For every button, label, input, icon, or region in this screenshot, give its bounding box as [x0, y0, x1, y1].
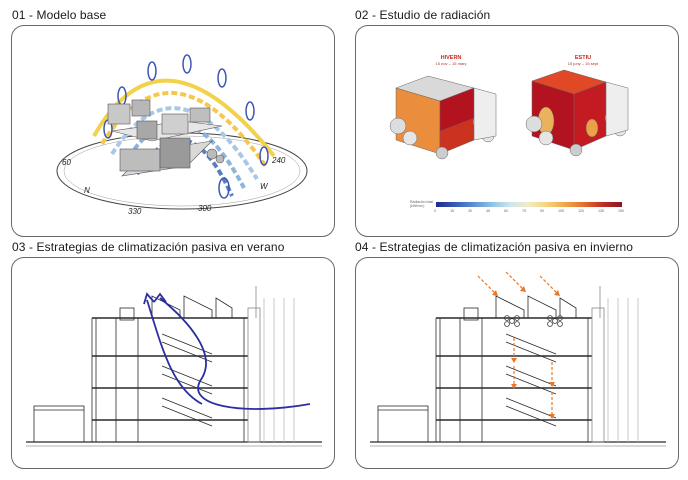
scale-tick: 30: [468, 209, 472, 213]
season-label-summer: ESTIU 15 juny – 15 sept: [558, 55, 608, 66]
scale-tick: 0: [434, 209, 436, 213]
winter-section-drawing: [370, 271, 666, 447]
scale-tick: 60: [504, 209, 509, 213]
panel-03-title: 03 - Estrategias de climatización pasiva…: [12, 240, 285, 254]
season-label-winter: HIVERN 15 nov – 15 març: [426, 55, 476, 66]
summer-section-building: [26, 286, 322, 447]
winter-sun-arrowheads: [492, 286, 560, 419]
compass-label-330: 330: [128, 207, 142, 216]
summer-airflow-arrows: [143, 292, 311, 410]
panel-04-winter-section: [355, 257, 679, 469]
analemma-loops: [103, 54, 269, 199]
sun-path-diagram: [56, 54, 308, 210]
panel-04-title: 04 - Estrategias de climatización pasiva…: [355, 240, 634, 254]
panel-02-title: 02 - Estudio de radiación: [355, 8, 491, 22]
radiation-scale-ticks: 0 15 30 45 60 75 90 105 120 135 150: [434, 209, 624, 213]
winter-building: [389, 75, 497, 160]
base-model-buildings: [107, 99, 225, 177]
season-dates-winter: 15 nov – 15 març: [435, 61, 467, 66]
compass-label-300: 300: [198, 204, 212, 213]
compass-ring-inner: [63, 135, 301, 207]
scale-tick: 45: [486, 209, 490, 213]
airflow-curve-1: [159, 297, 311, 410]
scale-tick: 120: [578, 209, 584, 213]
panel-03-summer-section: [11, 257, 335, 469]
panel-01-title: 01 - Modelo base: [12, 8, 107, 22]
radiation-diagram: [389, 69, 629, 160]
panel-02-radiation: HIVERN 15 nov – 15 març ESTIU 15 juny – …: [355, 25, 679, 237]
radiation-scale-caption: Radiación total (kWh/m²): [410, 200, 434, 208]
scale-tick: 150: [618, 209, 624, 213]
scale-tick: 75: [522, 209, 527, 213]
compass-label-60: 60: [62, 158, 71, 167]
airflow-curve-2: [146, 299, 203, 405]
compass-label-240: 240: [272, 156, 286, 165]
season-dates-summer: 15 juny – 15 sept: [567, 61, 599, 66]
compass-label-w: W: [260, 182, 268, 191]
radiation-color-scale: [436, 202, 622, 207]
fan-icon: [504, 315, 563, 327]
winter-sun-arrows: [477, 271, 559, 414]
airflow-arrowhead-2: [153, 292, 167, 303]
scale-tick: 135: [598, 209, 604, 213]
scale-tick: 15: [450, 209, 454, 213]
summer-building: [525, 69, 629, 157]
panel-01-sun-path: N W 330 300 240 60: [11, 25, 335, 237]
summer-section-drawing: [26, 286, 322, 447]
season-name-summer: ESTIU: [574, 55, 592, 61]
compass-label-n: N: [84, 186, 90, 195]
scale-tick: 90: [540, 209, 545, 213]
winter-section-building: [370, 286, 666, 447]
airflow-arrowhead-1: [143, 292, 155, 305]
scale-tick: 105: [558, 209, 564, 213]
season-name-winter: HIVERN: [440, 55, 462, 61]
